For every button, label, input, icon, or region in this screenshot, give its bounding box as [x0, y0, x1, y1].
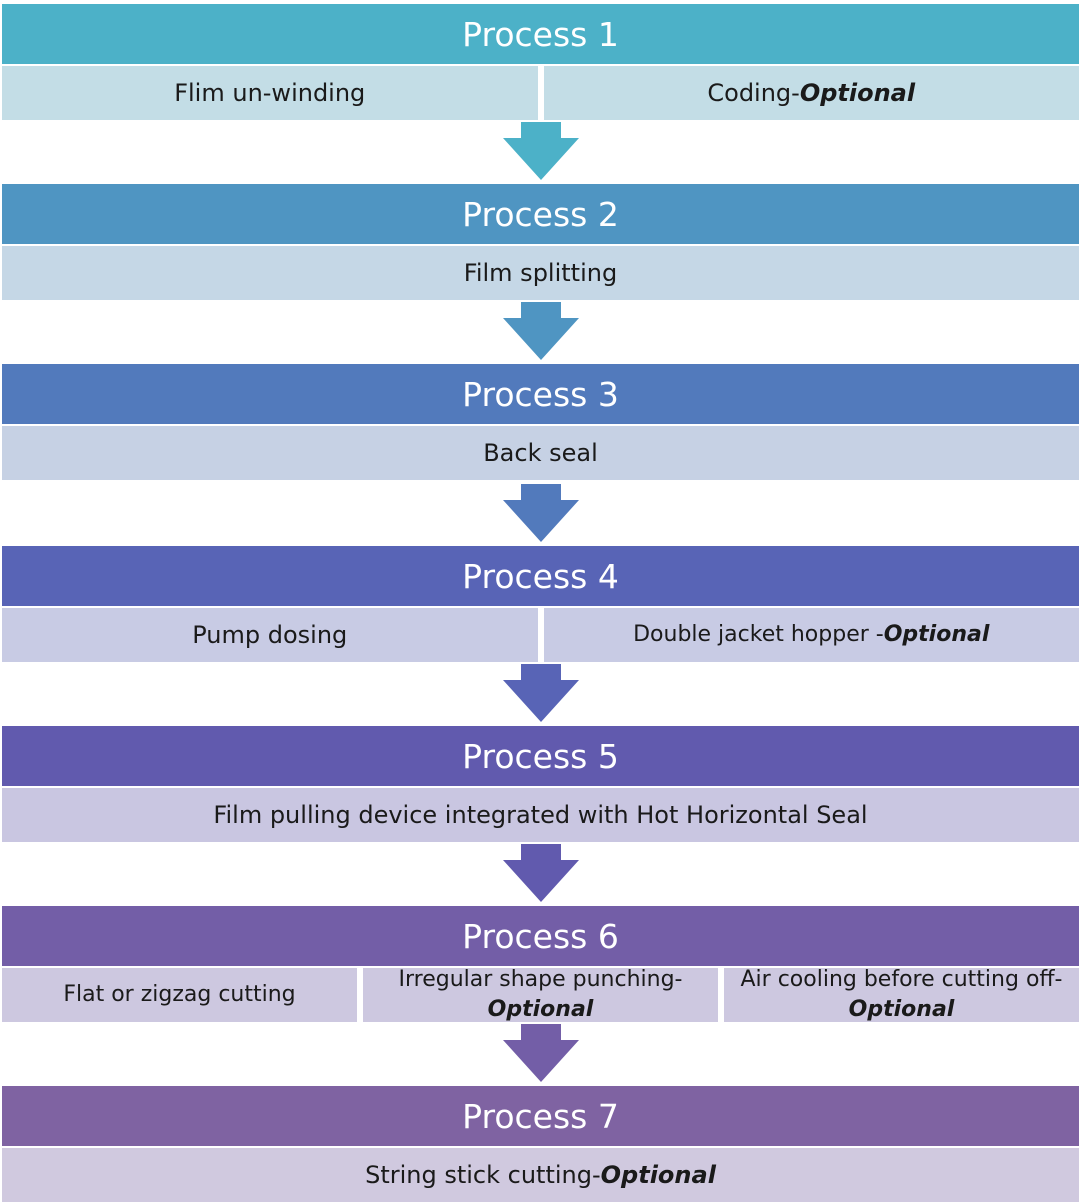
step-text: Double jacket hopper - — [633, 622, 884, 647]
process-3-steps: Back seal — [2, 426, 1079, 480]
process-6-header: Process 6 — [2, 906, 1079, 966]
optional-tag: Optional — [883, 622, 990, 647]
process-1-title: Process 1 — [462, 14, 619, 54]
step-irregular-shape-punching: Irregular shape punching- Optional — [357, 967, 718, 1022]
step-text: Coding- — [707, 79, 800, 107]
step-coding: Coding-Optional — [537, 66, 1079, 120]
optional-tag: Optional — [487, 997, 594, 1022]
step-film-splitting: Film splitting — [2, 246, 1079, 300]
step-label: Film splitting — [463, 259, 618, 287]
step-label: String stick cutting-Optional — [365, 1160, 716, 1190]
step-text: Air cooling before cutting off- — [740, 967, 1063, 992]
arrow-down-icon — [503, 302, 579, 360]
step-string-stick-cutting: String stick cutting-Optional — [2, 1148, 1079, 1202]
step-pump-dosing: Pump dosing — [2, 608, 538, 662]
step-label: Back seal — [483, 439, 598, 467]
arrow-down-icon — [503, 1024, 579, 1082]
process-7-title: Process 7 — [462, 1096, 619, 1136]
optional-tag: Optional — [848, 997, 955, 1022]
step-flat-zigzag-cutting: Flat or zigzag cutting — [2, 968, 357, 1022]
process-4-title: Process 4 — [462, 556, 619, 596]
arrow-down-icon — [503, 844, 579, 902]
step-double-jacket-hopper: Double jacket hopper -Optional — [537, 608, 1079, 662]
process-2-header: Process 2 — [2, 184, 1079, 244]
step-film-unwinding: Flim un-winding — [2, 66, 538, 120]
optional-tag: Optional — [799, 79, 916, 107]
arrow-down-icon — [503, 484, 579, 542]
process-6-steps: Flat or zigzag cutting Irregular shape p… — [2, 967, 1079, 1022]
optional-tag: Optional — [600, 1161, 716, 1189]
step-air-cooling: Air cooling before cutting off- Optional — [718, 967, 1079, 1022]
process-5-steps: Film pulling device integrated with Hot … — [2, 788, 1079, 842]
process-5-title: Process 5 — [462, 736, 619, 776]
process-5-header: Process 5 — [2, 726, 1079, 786]
step-label: Double jacket hopper -Optional — [633, 620, 989, 650]
process-2-steps: Film splitting — [2, 246, 1079, 300]
process-4-header: Process 4 — [2, 546, 1079, 606]
process-3-header: Process 3 — [2, 364, 1079, 424]
process-6-title: Process 6 — [462, 916, 619, 956]
step-text: Irregular shape punching- — [398, 967, 683, 992]
step-back-seal: Back seal — [2, 426, 1079, 480]
process-1-header: Process 1 — [2, 4, 1079, 64]
step-label: Coding-Optional — [707, 78, 915, 108]
process-2-title: Process 2 — [462, 194, 619, 234]
step-label: Pump dosing — [192, 621, 348, 649]
process-1-steps: Flim un-winding Coding-Optional — [2, 66, 1079, 120]
process-3-title: Process 3 — [462, 374, 619, 414]
process-4-steps: Pump dosing Double jacket hopper -Option… — [2, 608, 1079, 662]
arrow-down-icon — [503, 664, 579, 722]
step-label: Film pulling device integrated with Hot … — [213, 801, 868, 829]
step-label: Flat or zigzag cutting — [63, 982, 296, 1007]
step-label: Flim un-winding — [174, 79, 366, 107]
process-7-header: Process 7 — [2, 1086, 1079, 1146]
step-film-pulling: Film pulling device integrated with Hot … — [2, 788, 1079, 842]
process-7-steps: String stick cutting-Optional — [2, 1148, 1079, 1202]
step-text: String stick cutting- — [365, 1161, 601, 1189]
arrow-down-icon — [503, 122, 579, 180]
